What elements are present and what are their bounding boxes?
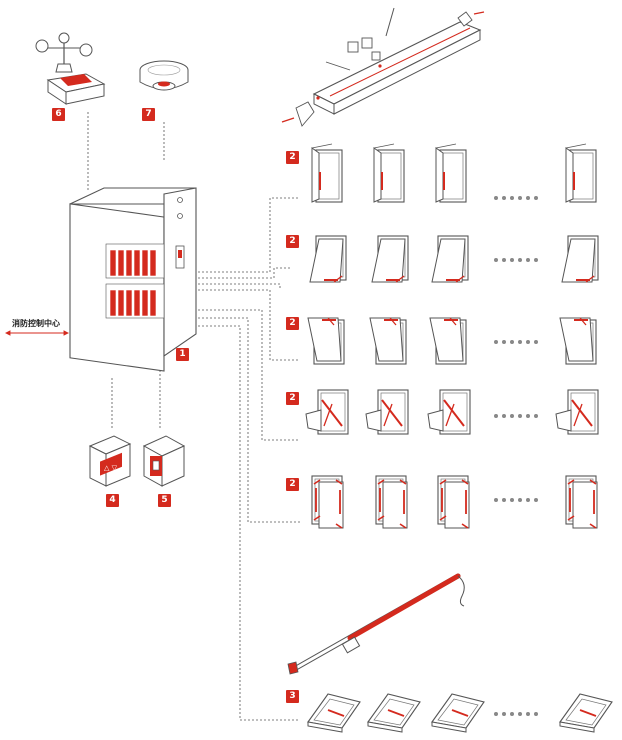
side-hung-window-row (311, 143, 597, 203)
smoke-detector-icon (139, 60, 189, 91)
weather-station-icon (35, 32, 106, 105)
top-hung-window-row (309, 235, 599, 283)
window-switch-icon: △ ▽ (88, 435, 132, 487)
badge-roof-windows: 3 (286, 690, 299, 703)
badge-control-panel: 1 (176, 348, 189, 361)
badge-window-switch: 4 (106, 494, 119, 507)
chain-actuator-icon (281, 7, 485, 127)
badge-side-hung-windows: 2 (286, 151, 299, 164)
badge-bottom-hung-windows: 2 (286, 317, 299, 330)
scissor-window-row (305, 389, 599, 435)
spindle-actuator-icon (287, 573, 465, 675)
roof-window-row (307, 693, 613, 733)
bottom-hung-window-row (307, 317, 597, 365)
control-panel-icon (69, 187, 197, 372)
badge-smoke-detector: 7 (142, 108, 155, 121)
badge-emergency-button: 5 (158, 494, 171, 507)
badge-top-hung-windows: 2 (286, 235, 299, 248)
badge-scissor-windows: 2 (286, 392, 299, 405)
fire-center-arrow (4, 330, 70, 336)
connection-lines (87, 112, 300, 721)
emergency-button-icon (142, 435, 186, 487)
badge-weather-station: 6 (52, 108, 65, 121)
svg-text:△ ▽: △ ▽ (104, 464, 118, 472)
ellipsis-dots (494, 196, 538, 716)
fire-control-center-label: 消防控制中心 (12, 319, 60, 328)
parallel-window-row (311, 475, 598, 529)
badge-parallel-windows: 2 (286, 478, 299, 491)
